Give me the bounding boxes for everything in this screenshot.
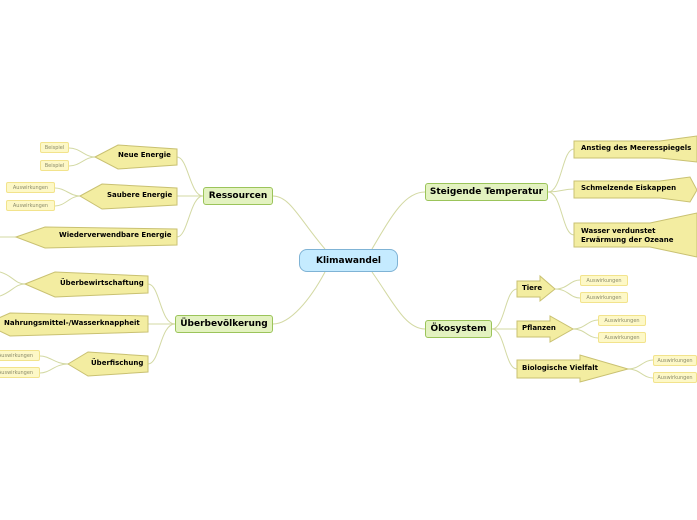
arrow-wasser-verdunstet [573,212,697,258]
leaf-pflanzen-1[interactable]: Auswirkungen [598,315,646,326]
connector [176,195,204,238]
branch-ueberbevoelkerung[interactable]: Überbevölkerung [175,315,273,333]
leaf-ueberfischung-2[interactable]: Auswirkungen [0,367,40,378]
connector [491,288,518,330]
connector [547,191,575,236]
arrow-neue-energie [93,144,178,170]
connector [147,283,176,325]
connector [572,328,599,339]
branch-oekosystem[interactable]: Ökosystem [425,320,492,338]
sub-wiederverwendbare-energie[interactable]: Wiederverwendbare Energie [59,231,172,239]
leaf-ueberfischung-1[interactable]: Auswirkungen [0,350,40,361]
connector [572,319,599,330]
leaf-neue-energie-2[interactable]: Beispiel [40,160,69,171]
connector [272,271,326,325]
sub-wasser-line1: Wasser verdunstet [581,227,656,235]
sub-wasser-verdunstet[interactable]: Wasser verdunstet Erwärmung der Ozeane [581,227,673,245]
connector [68,147,96,158]
leaf-saubere-energie-2[interactable]: Auswirkungen [6,200,55,211]
connector [491,328,518,370]
connector [54,195,81,207]
connector [627,359,654,370]
sub-ueberfischung[interactable]: Überfischung [91,359,144,367]
leaf-tiere-2[interactable]: Auswirkungen [580,292,628,303]
sub-pflanzen[interactable]: Pflanzen [522,324,556,332]
connector [554,279,581,290]
connector [371,191,426,250]
connector [176,156,204,197]
leaf-saubere-energie-1[interactable]: Auswirkungen [6,182,55,193]
arrow-eiskappen [573,176,697,203]
arrow-wiederverwendbare-energie [14,226,178,249]
connector [0,283,26,297]
sub-eiskappen[interactable]: Schmelzende Eiskappen [581,184,677,192]
connector [547,148,575,193]
sub-ueberbewirtschaftung[interactable]: Überbewirtschaftung [60,279,144,287]
sub-biologische-vielfalt[interactable]: Biologische Vielfalt [522,364,599,372]
arrow-meeresspiegel [573,135,697,163]
connector [272,195,326,250]
arrow-nahrungsmittel [0,312,149,337]
root-node[interactable]: Klimawandel [299,249,398,272]
arrow-vielfalt [516,354,630,383]
connector [54,187,81,197]
sub-nahrungsmittel[interactable]: Nahrungsmittel-/Wasserknappheit [4,319,140,327]
branch-steigende-temperatur[interactable]: Steigende Temperatur [425,183,548,201]
connector [547,188,575,193]
sub-wasser-line2: Erwärmung der Ozeane [581,236,674,244]
connector [39,355,69,365]
branch-ressourcen[interactable]: Ressourcen [203,187,273,205]
leaf-vielfalt-2[interactable]: Auswirkungen [653,372,697,383]
leaf-neue-energie-1[interactable]: Beispiel [40,142,69,153]
leaf-vielfalt-1[interactable]: Auswirkungen [653,355,697,366]
connector [371,271,426,330]
leaf-tiere-1[interactable]: Auswirkungen [580,275,628,286]
sub-saubere-energie[interactable]: Saubere Energie [107,191,173,199]
connector [627,368,654,379]
sub-neue-energie[interactable]: Neue Energie [118,151,171,159]
arrow-tiere [516,274,556,303]
connector [0,271,26,285]
connector [554,288,581,299]
sub-tiere[interactable]: Tiere [522,284,543,292]
arrow-pflanzen [516,315,575,343]
arrow-ueberfischung [67,351,149,377]
connector [147,323,176,365]
sub-meeresspiegel[interactable]: Anstieg des Meeresspiegels [581,144,692,152]
arrow-saubere-energie [78,183,178,210]
leaf-pflanzen-2[interactable]: Auswirkungen [598,332,646,343]
arrow-ueberbewirtschaftung [23,271,149,298]
connector [39,363,69,374]
connector [68,156,96,167]
